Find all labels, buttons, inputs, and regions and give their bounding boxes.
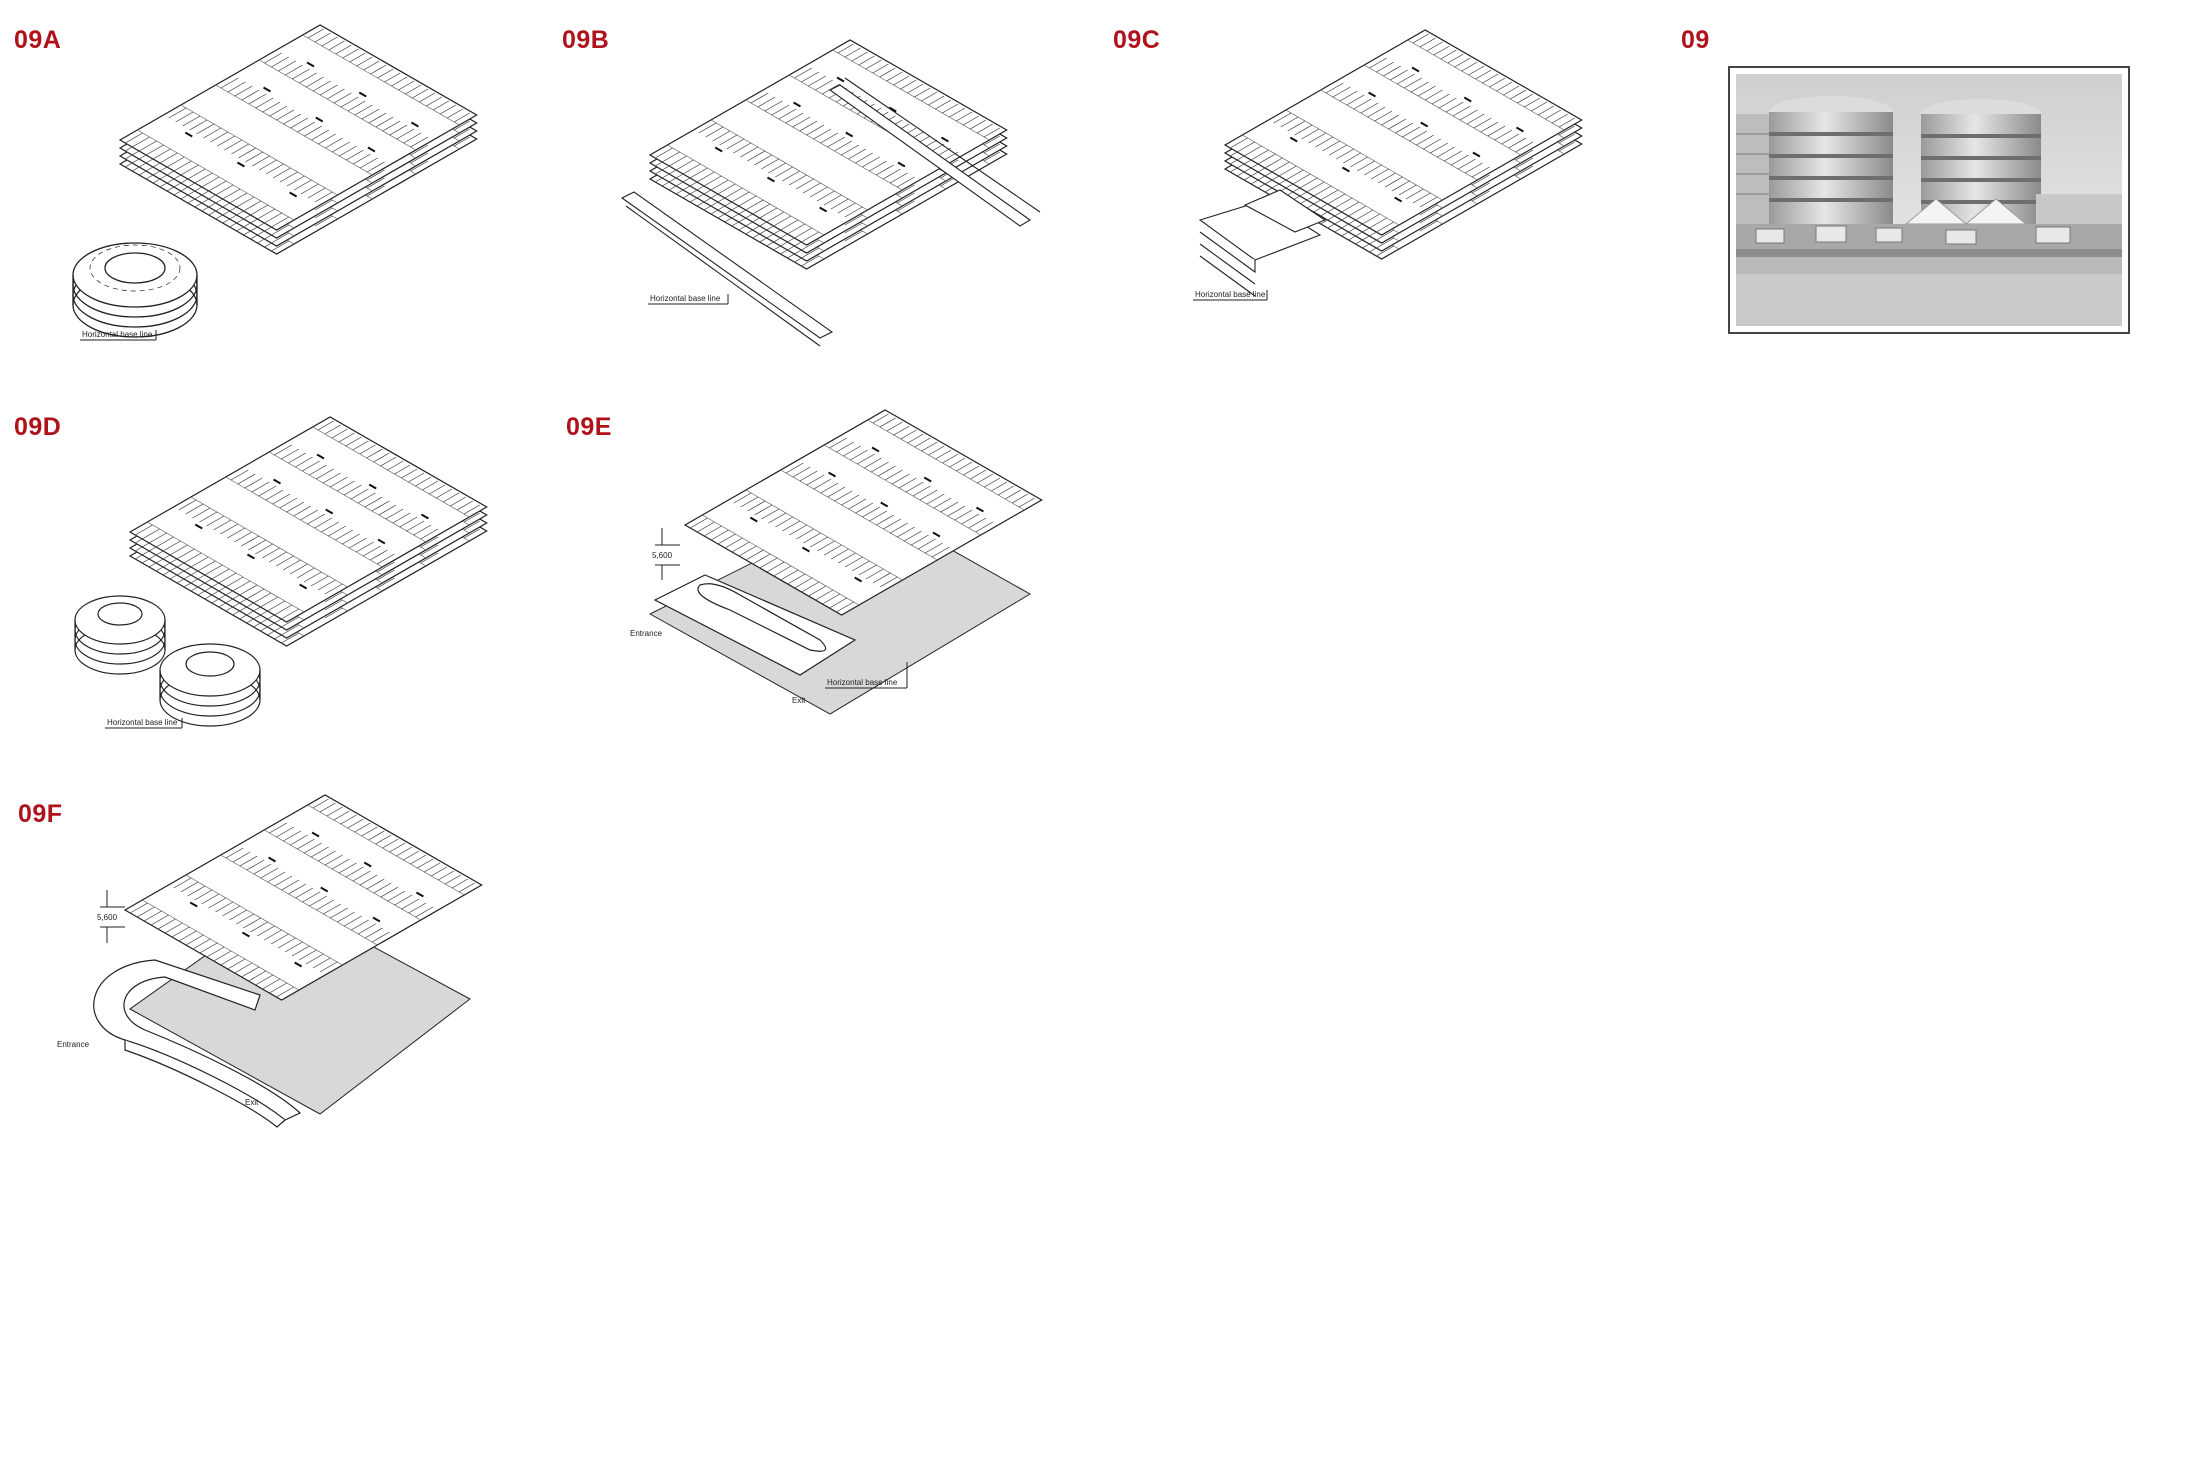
panel-label-09E: 09E	[566, 413, 612, 441]
baseline-label-09E: Horizontal base line	[827, 678, 898, 687]
loop-ramp	[93, 959, 302, 1128]
baseline-label-09B: Horizontal base line	[650, 294, 721, 303]
panel-label-09F: 09F	[18, 800, 63, 828]
diagram-09C: Horizontal base line	[1193, 29, 1583, 301]
split-level-ramps	[1198, 189, 1327, 297]
straight-ramps	[620, 77, 1041, 347]
parking-deck-stack	[648, 39, 1008, 270]
baseline-label-09A: Horizontal base line	[82, 330, 153, 339]
parking-deck-stack	[128, 416, 488, 647]
parking-deck-stack	[123, 794, 483, 1001]
diagram-09F: 5,600 Entrance Exit	[57, 794, 483, 1128]
dimension-marker	[655, 528, 680, 580]
baseline-label-09C: Horizontal base line	[1195, 290, 1266, 299]
parking-garage-photo	[1728, 66, 2130, 334]
entrance-label-09E: Entrance	[630, 629, 663, 638]
exit-label-09F: Exit	[245, 1098, 259, 1107]
diagram-09E: 5,600 Entrance Exit Horizontal base line	[630, 409, 1043, 715]
panel-label-09A: 09A	[14, 26, 62, 54]
dimension-label-09F: 5,600	[97, 913, 118, 922]
baseline-label-09D: Horizontal base line	[107, 718, 178, 727]
double-helix-ramp	[74, 595, 261, 727]
parking-deck-stack	[683, 409, 1043, 616]
entrance-label-09F: Entrance	[57, 1040, 90, 1049]
exit-label-09E: Exit	[792, 696, 806, 705]
panel-label-09C: 09C	[1113, 26, 1161, 54]
panel-label-09D: 09D	[14, 413, 62, 441]
diagram-09D: Horizontal base line	[74, 416, 488, 729]
dimension-marker	[100, 890, 125, 943]
dimension-label-09E: 5,600	[652, 551, 673, 560]
parking-deck-stack	[1223, 29, 1583, 260]
panel-label-09: 09	[1681, 26, 1710, 54]
helical-ramp	[72, 242, 198, 338]
panel-label-09B: 09B	[562, 26, 610, 54]
diagram-09A: Horizontal base line	[72, 24, 478, 341]
sloped-floor-ramp	[653, 574, 857, 676]
diagram-09B: Horizontal base line	[620, 39, 1041, 347]
parking-deck-stack	[118, 24, 478, 255]
photo-rendering	[1736, 74, 2122, 326]
